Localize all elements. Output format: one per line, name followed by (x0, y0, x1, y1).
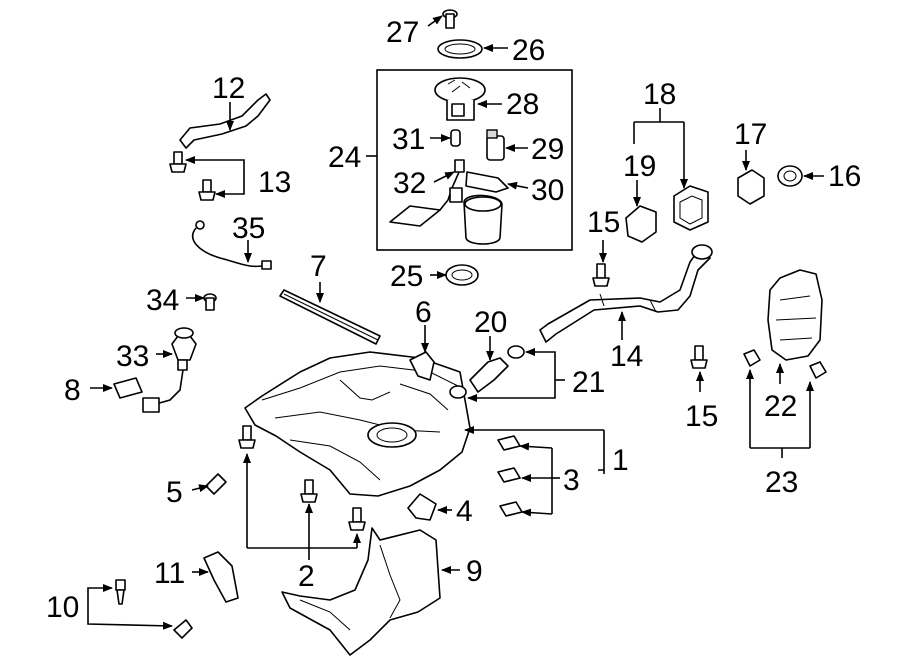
tank-mount-bolts (238, 425, 366, 531)
control-module (113, 377, 143, 399)
callout-19: 19 (623, 150, 656, 183)
bolt-5 (205, 473, 227, 495)
filler-housing (673, 185, 709, 231)
callout-16: 16 (828, 160, 861, 193)
fuel-pump-module (434, 77, 486, 121)
filler-hose (469, 357, 509, 393)
callout-7: 7 (310, 250, 327, 283)
callout-24: 24 (328, 141, 361, 174)
callout-14: 14 (610, 340, 643, 373)
callout-21: 21 (572, 366, 605, 399)
fuel-tank (244, 351, 471, 497)
pump-seal-ring (437, 39, 483, 59)
callout-13: 13 (258, 166, 291, 199)
callout-18: 18 (643, 78, 676, 111)
fuel-pump-internals (389, 129, 509, 245)
filler-bolts (592, 263, 708, 369)
bolts-10 (115, 579, 193, 639)
callout-35: 35 (232, 212, 265, 245)
callout-30: 30 (531, 174, 564, 207)
sender-lock-ring (445, 264, 479, 286)
callout-34: 34 (146, 284, 179, 317)
callout-12: 12 (212, 72, 245, 105)
callout-33: 33 (116, 340, 149, 373)
callout-29: 29 (531, 133, 564, 166)
pressure-sensor (142, 327, 197, 413)
callout-5: 5 (166, 476, 183, 509)
pump-lid-bolt (442, 9, 458, 29)
fuel-cap (777, 165, 803, 187)
shield-clips (743, 349, 827, 379)
callout-1: 1 (612, 444, 629, 477)
heat-shield (281, 527, 441, 656)
callout-9: 9 (466, 555, 483, 588)
callout-32: 32 (393, 167, 426, 200)
callout-23: 23 (765, 466, 798, 499)
support-bar (279, 289, 381, 345)
callout-6: 6 (415, 296, 432, 329)
callout-4: 4 (456, 495, 473, 528)
callout-26: 26 (512, 34, 545, 67)
callout-20: 20 (474, 306, 507, 339)
callout-2: 2 (298, 560, 315, 593)
callout-15-bottom: 15 (685, 400, 718, 433)
leader-lines (87, 15, 824, 630)
bolt-34 (203, 293, 217, 311)
tank-strap-bracket (179, 93, 271, 149)
filler-hose-clamps (449, 345, 525, 399)
splash-shield (767, 269, 823, 361)
tank-bracket-4 (407, 493, 437, 521)
callout-25: 25 (390, 260, 423, 293)
callout-11: 11 (154, 557, 185, 590)
strap-bolts (169, 151, 216, 201)
callout-8: 8 (64, 374, 81, 407)
callout-15-top: 15 (587, 206, 620, 239)
callout-27: 27 (386, 16, 419, 49)
callout-labels: 1 2 3 4 5 6 7 8 9 10 11 12 13 14 15 15 1… (46, 16, 861, 624)
callout-28: 28 (506, 88, 539, 121)
pump-kit-box (376, 69, 573, 251)
callout-31: 31 (392, 123, 425, 156)
filler-door (625, 205, 657, 243)
bracket-11 (203, 551, 239, 603)
fuel-cap-door (737, 169, 765, 205)
filler-pipe (539, 244, 713, 343)
callout-10: 10 (46, 591, 79, 624)
callout-3: 3 (563, 464, 580, 497)
callout-22: 22 (764, 390, 797, 423)
hose-clamps (497, 435, 523, 517)
wire-harness (191, 220, 272, 270)
tank-bracket-6 (409, 351, 435, 381)
callout-17: 17 (734, 118, 767, 151)
